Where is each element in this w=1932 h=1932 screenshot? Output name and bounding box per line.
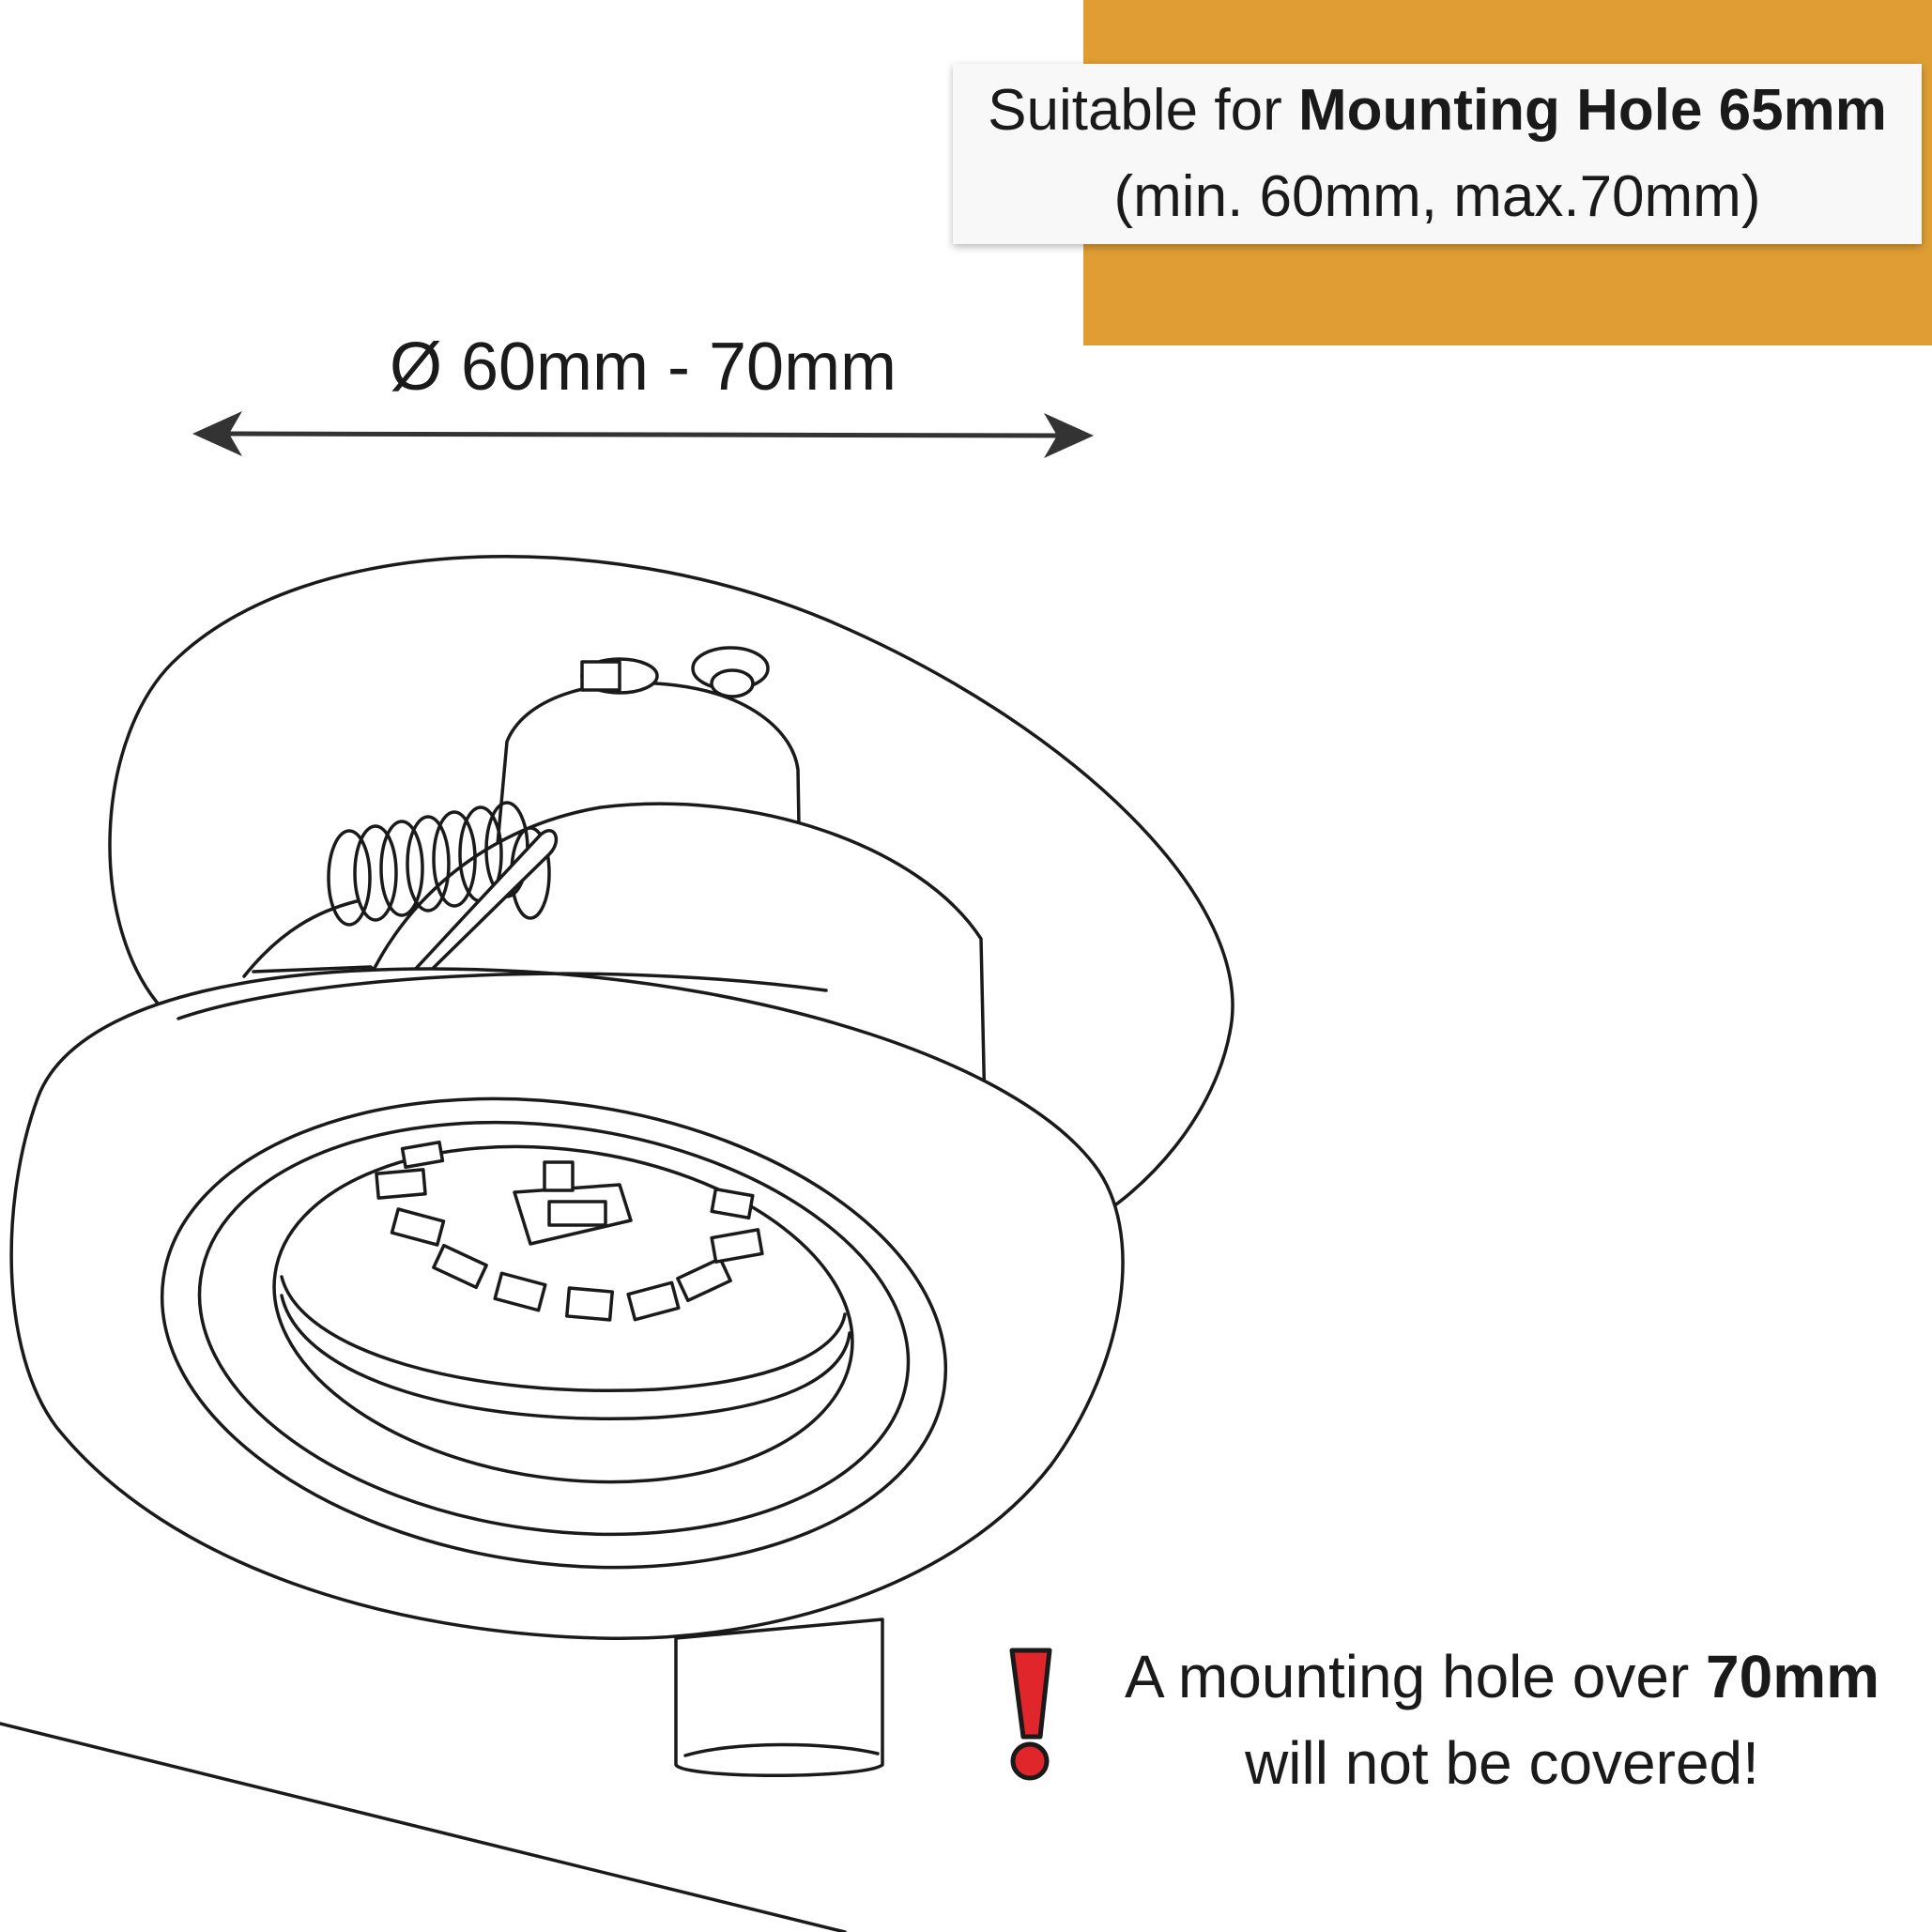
- trim-edge: [176, 972, 828, 1020]
- warning-line-2: will not be covered!: [1245, 1729, 1759, 1797]
- mounting-range: (min. 60mm, max.70mm): [1113, 164, 1761, 229]
- ceiling-edge: [0, 1722, 847, 1932]
- led-array: [375, 1140, 764, 1322]
- warning-line-1: A mounting hole over 70mm: [1098, 1633, 1906, 1720]
- warning-size: 70mm: [1706, 1643, 1880, 1710]
- back-plate: [108, 555, 1234, 1241]
- mounting-hole-line: Suitable for Mounting Hole 65mm: [988, 68, 1887, 154]
- bezel-outer: [160, 1096, 948, 1570]
- bezel-inner: [197, 1120, 911, 1537]
- lamp-stem: [674, 1618, 884, 1777]
- diameter-label: Ø 60mm - 70mm: [389, 330, 897, 405]
- exclamation-icon: [1009, 1648, 1052, 1781]
- warning-prefix: A mounting hole over: [1124, 1643, 1707, 1710]
- warning-message: A mounting hole over 70mm will not be co…: [1098, 1633, 1906, 1806]
- double-arrow-icon: [192, 411, 1094, 458]
- mounting-size: Mounting Hole 65mm: [1297, 78, 1887, 143]
- mounting-hole-label: Suitable for Mounting Hole 65mm (min. 60…: [953, 64, 1922, 244]
- mounting-prefix: Suitable for: [988, 78, 1298, 143]
